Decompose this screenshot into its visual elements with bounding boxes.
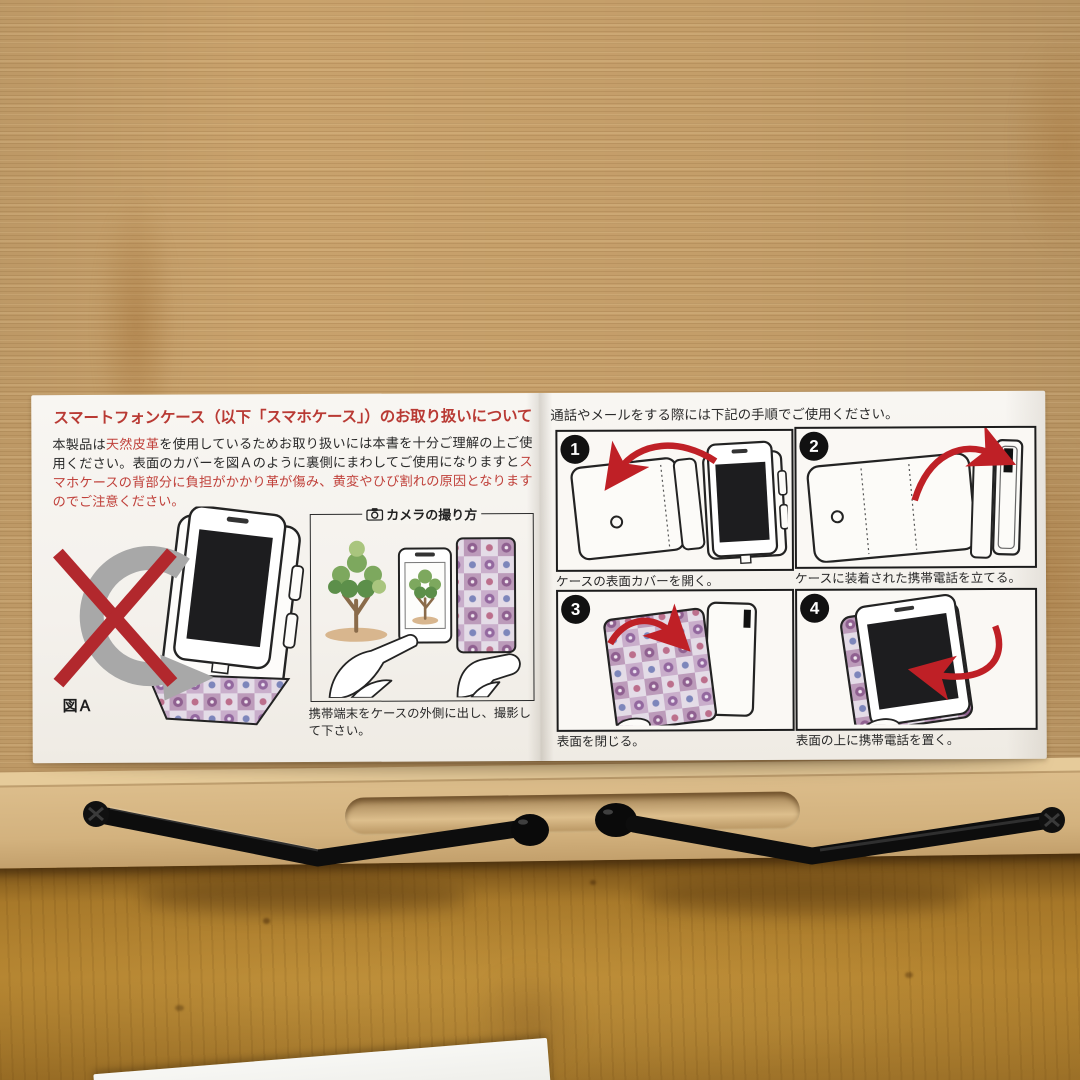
step-2-caption: ケースに装着された携帯電話を立てる。 (794, 570, 1022, 586)
wooden-table (0, 852, 1080, 1080)
step-number-badge: 1 (560, 434, 590, 464)
right-page-header: 通話やメールをする際には下記の手順でご使用ください。 (550, 406, 899, 423)
left-stand-arm (83, 801, 549, 867)
stand-arm-shadow (140, 880, 470, 914)
step-panel-4: 4 (795, 587, 1038, 731)
step-number-badge: 3 (561, 594, 591, 624)
step-2-illustration (806, 427, 1024, 563)
arm-ball-end (595, 803, 637, 837)
step-4-illustration (840, 593, 1003, 725)
step-panel-1: 1 (555, 428, 794, 572)
table-stain (905, 972, 913, 978)
instruction-leaflet: スマートフォンケース（以下「スマホケース」）のお取り扱いについて 本製品は天然皮… (31, 390, 1047, 764)
step-panel-3: 3 (556, 588, 795, 732)
camera-howto-box: カメラの撮り方 (309, 504, 535, 702)
red-x-icon (53, 548, 178, 688)
camera-box-caption: 携帯端末をケースの外側に出し、撮影して下さい。 (308, 706, 532, 738)
camera-box-title: カメラの撮り方 (362, 504, 482, 524)
table-stain (175, 1005, 184, 1011)
step-3-illustration (603, 601, 757, 726)
table-stain (263, 918, 270, 924)
phone-taking-photo (397, 547, 453, 644)
stand-arms (83, 801, 1065, 867)
step-panel-2: 2 (794, 425, 1037, 569)
step-3-caption: 表面を閉じる。 (556, 734, 645, 749)
patterned-cover-panel (455, 537, 517, 654)
figure-a-illustration (53, 506, 305, 726)
camera-howto-illustration (325, 537, 521, 698)
red-curved-arrow-icon (604, 440, 718, 491)
phone-in-case-illustration (161, 506, 305, 691)
tree-illustration (325, 540, 388, 642)
red-curved-arrow-icon (607, 603, 691, 652)
leaflet-title: スマートフォンケース（以下「スマホケース」）のお取り扱いについて (53, 408, 533, 428)
step-1-caption: ケースの表面カバーを開く。 (555, 574, 720, 589)
table-stain (590, 880, 596, 885)
right-stand-arm (595, 803, 1065, 865)
arm-ball-end (511, 814, 549, 846)
leaflet-body-text: 本製品は天然皮革を使用しているためお取り扱いには本書を十分ご理解の上ご使用くださ… (52, 435, 533, 510)
red-curved-arrow-icon (907, 624, 1003, 701)
stand-arm-shadow (640, 880, 970, 914)
step-number-badge: 4 (800, 593, 830, 623)
red-curved-arrow-icon (911, 427, 1017, 502)
step-1-illustration (570, 440, 788, 565)
step-4-caption: 表面の上に携帯電話を置く。 (795, 733, 960, 748)
rotate-arrow-icon (79, 546, 215, 701)
hands-illustration (328, 634, 521, 698)
step-number-badge: 2 (799, 431, 829, 461)
camera-icon (366, 508, 384, 521)
figure-a-label: 図Ａ (62, 697, 93, 716)
